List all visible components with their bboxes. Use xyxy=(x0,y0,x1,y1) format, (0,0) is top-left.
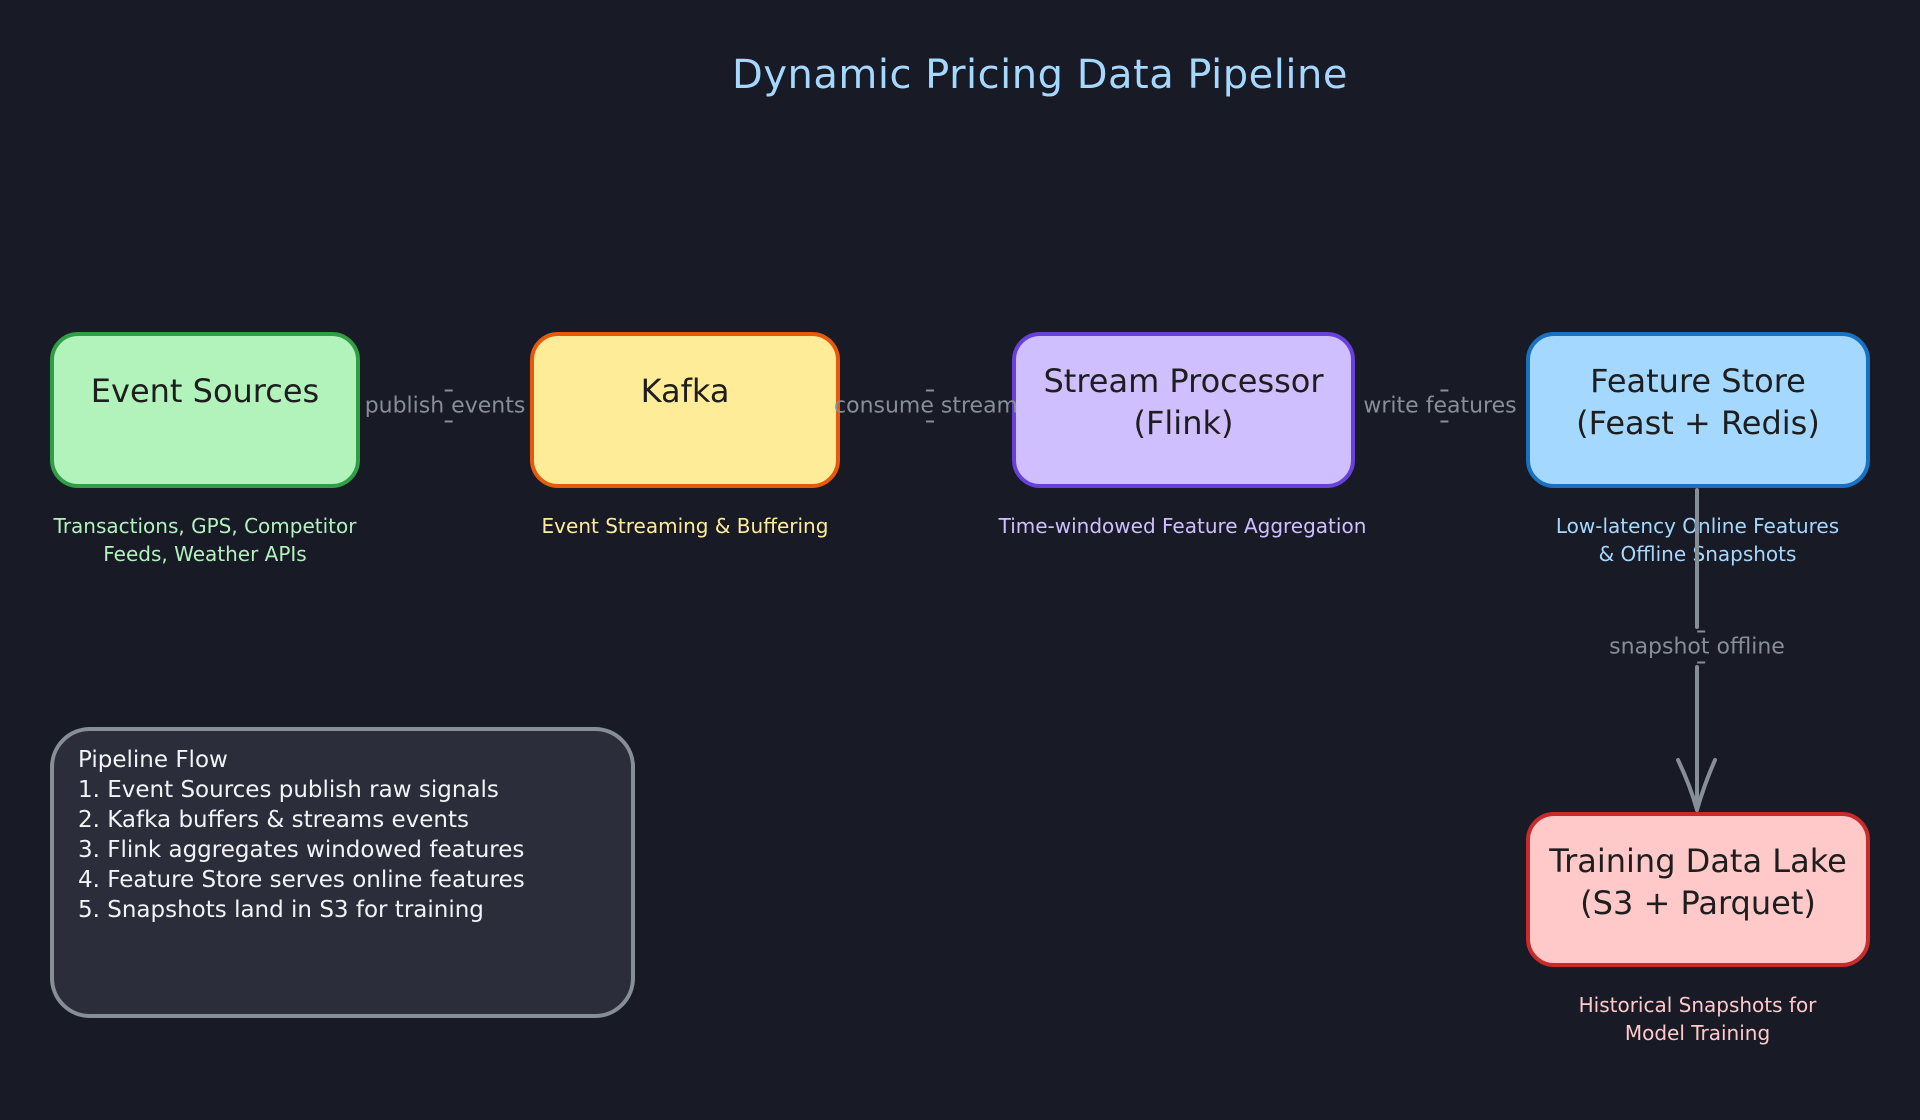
node-feature-store[interactable]: Feature Store (Feast + Redis) xyxy=(1526,332,1870,488)
edge-label-snapshot-offline: snapshot offline xyxy=(1605,630,1789,664)
node-label: (S3 + Parquet) xyxy=(1580,884,1816,922)
pipeline-flow-notes: Pipeline Flow 1. Event Sources publish r… xyxy=(50,727,635,1018)
caption-kafka: Event Streaming & Buffering xyxy=(520,512,850,540)
caption-line: Model Training xyxy=(1624,1021,1771,1045)
edge-label-publish-events: publish events xyxy=(364,389,526,423)
node-label: (Flink) xyxy=(1133,404,1234,442)
edge-label-consume-stream: consume stream xyxy=(834,389,1018,423)
node-stream-processor[interactable]: Stream Processor (Flink) xyxy=(1012,332,1355,488)
node-label: Feature Store xyxy=(1590,362,1806,400)
notes-item: 5. Snapshots land in S3 for training xyxy=(78,897,484,923)
notes-item: 3. Flink aggregates windowed features xyxy=(78,837,525,863)
caption-event-sources: Transactions, GPS, Competitor Feeds, Wea… xyxy=(35,512,375,568)
node-training-data-lake[interactable]: Training Data Lake (S3 + Parquet) xyxy=(1526,812,1870,967)
node-label: (Feast + Redis) xyxy=(1576,404,1820,442)
node-label: Stream Processor xyxy=(1043,362,1324,400)
notes-item: 1. Event Sources publish raw signals xyxy=(78,777,499,803)
notes-item: 2. Kafka buffers & streams events xyxy=(78,807,469,833)
diagram-title: Dynamic Pricing Data Pipeline xyxy=(732,52,1348,98)
arrowhead-down-icon xyxy=(1676,758,1717,812)
edge-label-write-features: write features xyxy=(1363,389,1517,423)
notes-item: 4. Feature Store serves online features xyxy=(78,867,525,893)
notes-title: Pipeline Flow xyxy=(78,747,228,773)
edge-overlay-line xyxy=(1695,490,1699,627)
caption-line: Feeds, Weather APIs xyxy=(103,542,307,566)
node-event-sources[interactable]: Event Sources xyxy=(50,332,360,488)
caption-line: Transactions, GPS, Competitor xyxy=(53,514,357,538)
node-label: Kafka xyxy=(640,372,730,410)
caption-line: Historical Snapshots for xyxy=(1578,993,1817,1017)
node-kafka[interactable]: Kafka xyxy=(530,332,840,488)
node-label: Training Data Lake xyxy=(1549,842,1847,880)
caption-stream-processor: Time-windowed Feature Aggregation xyxy=(980,512,1385,540)
node-label: Event Sources xyxy=(90,372,320,410)
caption-line: Event Streaming & Buffering xyxy=(541,514,829,538)
caption-line: Time-windowed Feature Aggregation xyxy=(998,514,1367,538)
caption-training-data-lake: Historical Snapshots for Model Training xyxy=(1530,991,1865,1047)
